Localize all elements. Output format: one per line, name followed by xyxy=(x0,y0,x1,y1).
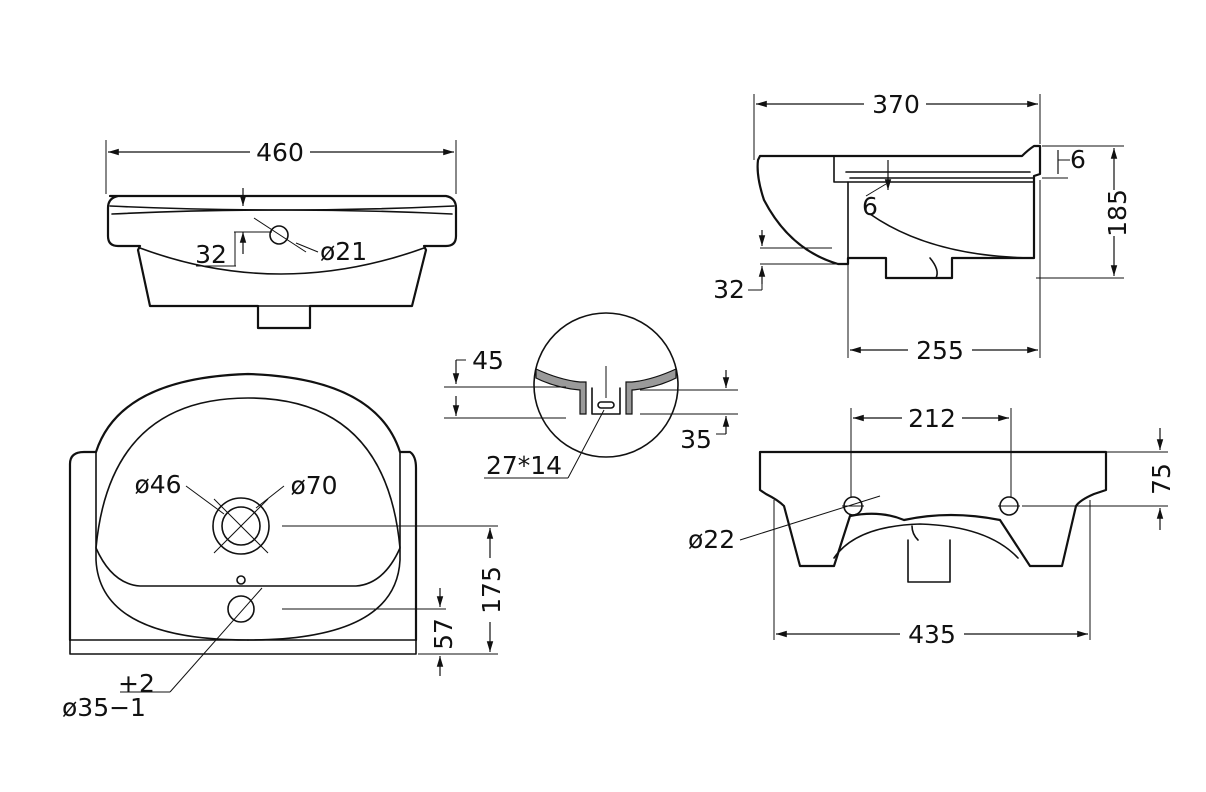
mounting-hole-offset-label: 75 xyxy=(1147,463,1176,495)
side-depth-label: 370 xyxy=(872,90,920,119)
side-overflow-offset-dimension: 6 xyxy=(862,160,892,221)
mounting-holes xyxy=(842,496,1020,516)
detail-bottom-offset-dimension: 35 xyxy=(640,370,738,454)
plan-drain-outer xyxy=(212,497,270,555)
front-hole-diameter-label: ø21 xyxy=(320,237,367,266)
plan-tap-position-label: 57 xyxy=(429,618,458,650)
plan-drain-inner-label: ø46 xyxy=(134,470,181,499)
mounting-basin-outline xyxy=(758,450,1108,583)
side-rim-thickness-dimension: 6 xyxy=(1042,145,1124,179)
plan-basin-outline xyxy=(68,372,418,655)
plan-tap-callout: +2 ø35−1 xyxy=(62,587,263,722)
detail-slot xyxy=(597,401,615,409)
plan-drain xyxy=(212,497,270,585)
plan-drain-outer-label: ø70 xyxy=(290,471,337,500)
side-drain-drop-label: 32 xyxy=(713,275,745,304)
side-back-depth-dimension: 255 xyxy=(847,180,1041,365)
side-basin-outline xyxy=(756,144,1042,280)
mounting-hole-spacing-label: 212 xyxy=(908,404,956,433)
plan-drain-inner xyxy=(221,506,261,546)
front-overflow-hole xyxy=(269,225,289,245)
detail-slot-size-label: 27*14 xyxy=(486,451,562,480)
side-rim-thickness-label: 6 xyxy=(1070,145,1086,174)
detail-view: 45 35 27*14 xyxy=(444,312,738,480)
mounting-width-label: 435 xyxy=(908,620,956,649)
side-height-label: 185 xyxy=(1103,189,1132,237)
plan-drain-callouts: ø46 ø70 xyxy=(134,470,338,515)
mounting-width-dimension: 435 xyxy=(773,500,1091,649)
plan-drain-position-label: 175 xyxy=(477,566,506,614)
plan-tap-position-dimension: 57 xyxy=(282,588,458,676)
side-drain-drop-dimension: 32 xyxy=(713,230,766,304)
detail-top-offset-dimension: 45 xyxy=(444,346,566,419)
front-basin-outline xyxy=(106,194,458,330)
front-view: 460 32 ø21 xyxy=(105,138,458,330)
detail-slot-callout: 27*14 xyxy=(484,409,605,480)
detail-bottom-offset-label: 35 xyxy=(680,425,712,454)
side-back-depth-label: 255 xyxy=(916,336,964,365)
front-width-label: 460 xyxy=(256,138,304,167)
plan-tap-hole xyxy=(227,595,255,623)
mounting-hole-spacing-dimension: 212 xyxy=(850,404,1012,498)
side-view: 370 6 6 185 32 xyxy=(713,90,1132,365)
plan-view: ø46 ø70 175 57 +2 ø35−1 xyxy=(62,372,506,722)
mounting-hole-diameter-callout: ø22 xyxy=(688,495,881,554)
side-depth-dimension: 370 xyxy=(753,90,1041,160)
detail-circle xyxy=(533,312,679,458)
side-overflow-offset-label: 6 xyxy=(862,192,878,221)
front-hole-offset-dimension: 32 xyxy=(195,188,272,269)
front-hole-offset-label: 32 xyxy=(195,240,227,269)
mounting-view: 212 ø22 75 435 xyxy=(688,404,1176,649)
front-hole-diameter-callout: ø21 xyxy=(295,237,367,266)
plan-tap-tolerance-plus-label: +2 xyxy=(118,669,155,698)
front-width-dimension: 460 xyxy=(105,138,457,194)
side-height-dimension: 185 xyxy=(1036,148,1132,279)
plan-drain-position-dimension: 175 xyxy=(282,525,506,655)
mounting-hole-offset-dimension: 75 xyxy=(1022,428,1176,530)
detail-top-offset-label: 45 xyxy=(472,346,504,375)
mounting-hole-diameter-label: ø22 xyxy=(688,525,735,554)
plan-tap-diameter-label: ø35−1 xyxy=(62,693,146,722)
